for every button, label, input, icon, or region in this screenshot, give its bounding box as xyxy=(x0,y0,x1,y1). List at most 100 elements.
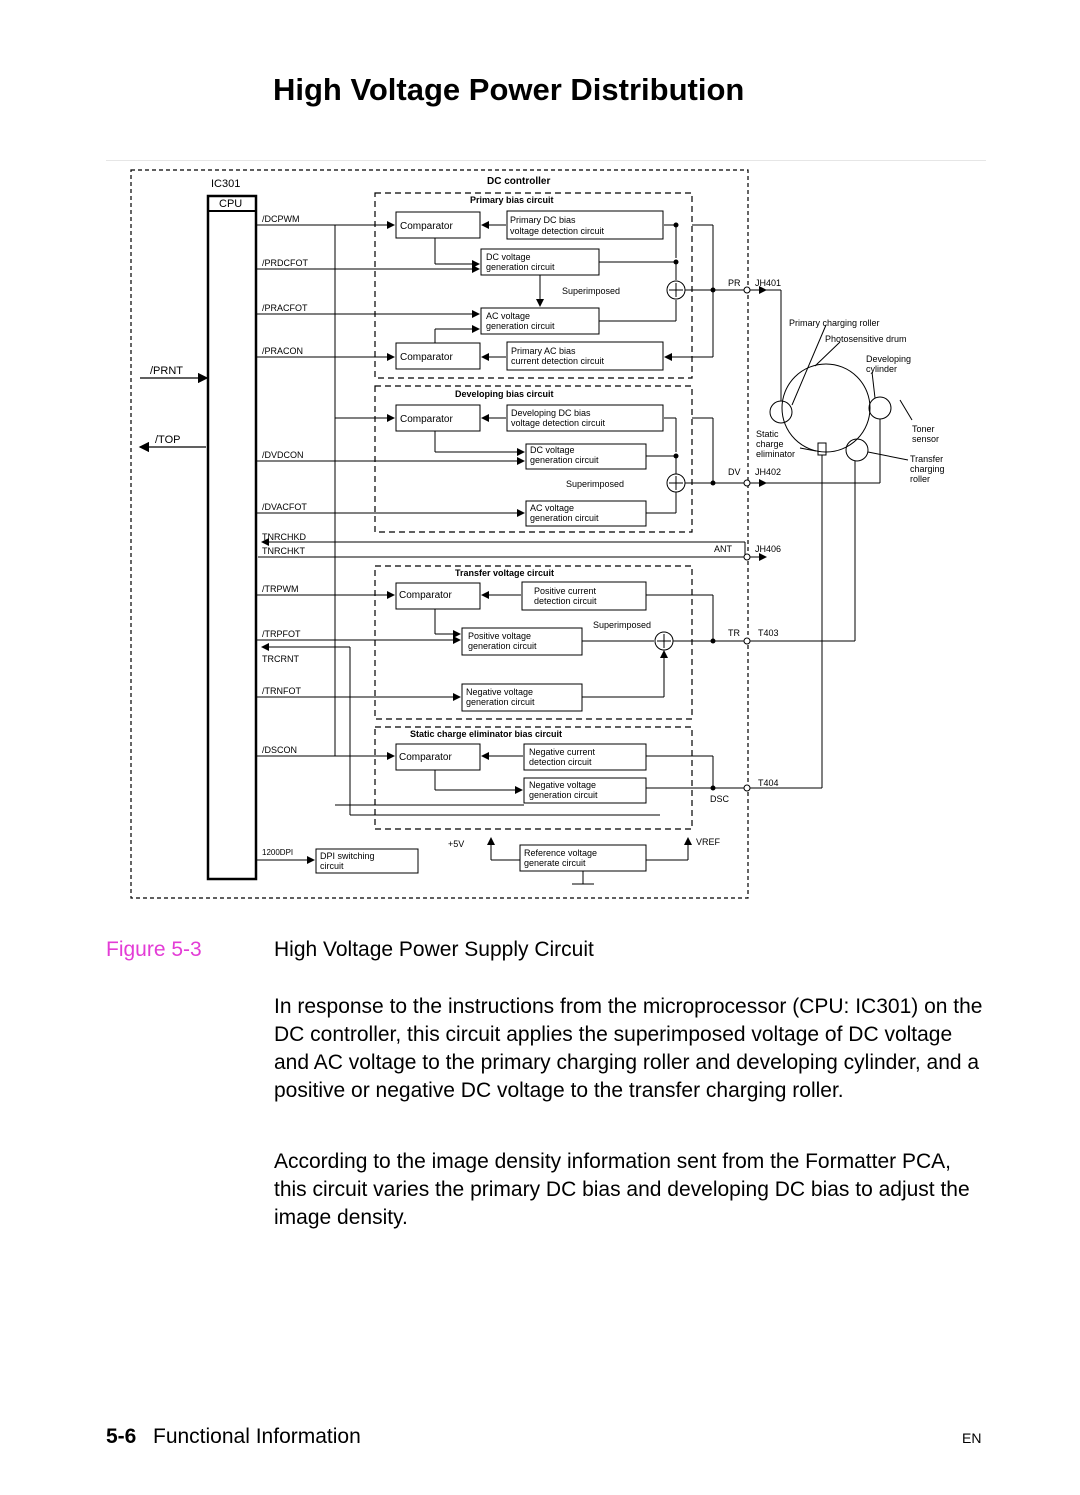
svg-text:circuit: circuit xyxy=(320,861,344,871)
svg-text:T404: T404 xyxy=(758,778,779,788)
svg-text:generation circuit: generation circuit xyxy=(468,641,537,651)
svg-text:Primary DC bias: Primary DC bias xyxy=(510,215,576,225)
developing-bias-label: Developing bias circuit xyxy=(455,389,554,399)
dc-controller-frame xyxy=(130,169,749,899)
signal-pracfot: /PRACFOT xyxy=(262,303,308,313)
svg-text:charging: charging xyxy=(910,464,945,474)
svg-text:sensor: sensor xyxy=(912,434,939,444)
primary-charging-roller xyxy=(769,400,793,424)
page-title: High Voltage Power Distribution xyxy=(273,72,745,107)
svg-text:Comparator: Comparator xyxy=(400,414,453,425)
signal-pracon: /PRACON xyxy=(262,346,303,356)
svg-text:generation circuit: generation circuit xyxy=(486,262,555,272)
svg-text:DC voltage: DC voltage xyxy=(530,445,575,455)
svg-text:Superimposed: Superimposed xyxy=(593,620,651,630)
svg-text:Negative current: Negative current xyxy=(529,747,596,757)
svg-text:Developing DC bias: Developing DC bias xyxy=(511,408,591,418)
svg-text:roller: roller xyxy=(910,474,930,484)
signal-trnfot: /TRNFOT xyxy=(262,686,301,696)
svg-text:generation circuit: generation circuit xyxy=(486,321,555,331)
figure-label: Figure 5-3 xyxy=(106,938,202,961)
svg-text:Primary AC bias: Primary AC bias xyxy=(511,346,576,356)
body-paragraph: According to the image density informati… xyxy=(274,1150,970,1229)
svg-text:Transfer: Transfer xyxy=(910,454,943,464)
svg-text:JH406: JH406 xyxy=(755,544,781,554)
signal-dcpwm: /DCPWM xyxy=(262,214,300,224)
page-number: 5-6 xyxy=(106,1425,137,1448)
signal-dvacfot: /DVACFOT xyxy=(262,502,307,512)
high-voltage-circuit-diagram: IC301 DC controller CPU Primary bias cir… xyxy=(130,169,945,899)
signal-dvdcon: /DVDCON xyxy=(262,450,304,460)
svg-text:DC voltage: DC voltage xyxy=(486,252,531,262)
developing-cylinder xyxy=(868,396,892,420)
signal-dscon: /DSCON xyxy=(262,745,297,755)
svg-text:Photosensitive drum: Photosensitive drum xyxy=(825,334,907,344)
svg-text:T403: T403 xyxy=(758,628,779,638)
signal-tnrchkd: TNRCHKD xyxy=(262,532,306,542)
svg-text:DPI switching: DPI switching xyxy=(320,851,375,861)
svg-text:detection circuit: detection circuit xyxy=(534,596,597,606)
body-paragraph: In response to the instructions from the… xyxy=(274,995,983,1102)
svg-text:Comparator: Comparator xyxy=(400,352,453,363)
svg-text:generation circuit: generation circuit xyxy=(530,513,599,523)
svg-text:JH402: JH402 xyxy=(755,467,781,477)
svg-text:Comparator: Comparator xyxy=(399,590,452,601)
cpu-label: CPU xyxy=(219,198,242,210)
transfer-charging-roller xyxy=(845,438,869,462)
svg-text:Comparator: Comparator xyxy=(400,221,453,232)
svg-text:eliminator: eliminator xyxy=(756,449,795,459)
svg-text:PR: PR xyxy=(728,278,741,288)
figure-caption: High Voltage Power Supply Circuit xyxy=(274,938,594,961)
svg-text:JH401: JH401 xyxy=(755,278,781,288)
svg-text:Developing: Developing xyxy=(866,354,911,364)
svg-text:AC voltage: AC voltage xyxy=(530,503,574,513)
svg-text:Negative voltage: Negative voltage xyxy=(529,780,596,790)
svg-text:Positive voltage: Positive voltage xyxy=(468,631,531,641)
svg-text:ANT: ANT xyxy=(714,544,733,554)
svg-text:Negative voltage: Negative voltage xyxy=(466,687,533,697)
title-divider xyxy=(106,160,986,161)
svg-text:detection circuit: detection circuit xyxy=(529,757,592,767)
signal-trcrnt: TRCRNT xyxy=(262,654,299,664)
svg-text:charge: charge xyxy=(756,439,784,449)
primary-bias-frame xyxy=(374,192,693,379)
svg-text:DSC: DSC xyxy=(710,794,730,804)
signal-prnt: /PRNT xyxy=(150,365,183,377)
svg-text:DV: DV xyxy=(728,467,741,477)
svg-text:generate circuit: generate circuit xyxy=(524,858,586,868)
svg-text:AC voltage: AC voltage xyxy=(486,311,530,321)
svg-text:generation circuit: generation circuit xyxy=(529,790,598,800)
svg-text:Reference voltage: Reference voltage xyxy=(524,848,597,858)
signal-top: /TOP xyxy=(155,434,180,446)
signal-trpfot: /TRPFOT xyxy=(262,629,301,639)
cpu-box xyxy=(206,194,258,881)
transfer-voltage-frame xyxy=(374,565,693,720)
footer-language: EN xyxy=(962,1430,982,1446)
signal-trpwm: /TRPWM xyxy=(262,584,299,594)
svg-text:cylinder: cylinder xyxy=(866,364,897,374)
static-charge-eliminator xyxy=(817,442,827,456)
svg-text:Static: Static xyxy=(756,429,779,439)
signal-1200dpi: 1200DPI xyxy=(262,848,293,857)
svg-text:Superimposed: Superimposed xyxy=(566,479,624,489)
svg-text:generation circuit: generation circuit xyxy=(466,697,535,707)
signal-prdcfot: /PRDCFOT xyxy=(262,258,309,268)
footer-section: Functional Information xyxy=(153,1425,361,1448)
ic301-label: IC301 xyxy=(211,178,240,190)
svg-text:voltage detection circuit: voltage detection circuit xyxy=(511,418,606,428)
svg-text:current detection circuit: current detection circuit xyxy=(511,356,605,366)
svg-text:generation circuit: generation circuit xyxy=(530,455,599,465)
svg-text:Positive current: Positive current xyxy=(534,586,597,596)
svg-text:+5V: +5V xyxy=(448,839,464,849)
svg-text:Primary charging roller: Primary charging roller xyxy=(789,318,880,328)
transfer-voltage-label: Transfer voltage circuit xyxy=(455,568,554,578)
developing-bias-frame xyxy=(374,385,693,533)
primary-bias-label: Primary bias circuit xyxy=(470,195,554,205)
svg-text:Superimposed: Superimposed xyxy=(562,286,620,296)
svg-text:VREF: VREF xyxy=(696,837,721,847)
svg-text:Comparator: Comparator xyxy=(399,752,452,763)
signal-tnrchkt: TNRCHKT xyxy=(262,546,305,556)
svg-text:voltage detection circuit: voltage detection circuit xyxy=(510,226,605,236)
dc-controller-label: DC controller xyxy=(487,176,550,187)
svg-text:TR: TR xyxy=(728,628,740,638)
